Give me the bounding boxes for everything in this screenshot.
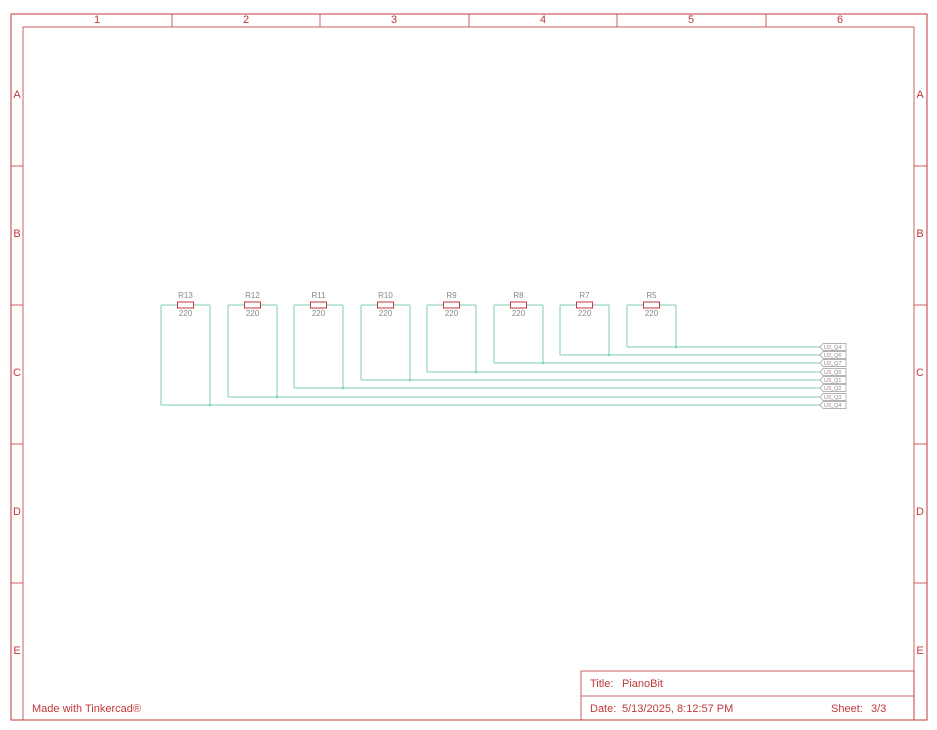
resistor-r9-ref: R9 bbox=[446, 291, 457, 300]
resistor-r10-value: 220 bbox=[379, 309, 393, 318]
net-label-u3-q4: U3_Q4 bbox=[824, 403, 841, 409]
junction-dot bbox=[408, 378, 412, 382]
resistor-r8-body[interactable] bbox=[510, 301, 527, 309]
resistor-r12-body[interactable] bbox=[244, 301, 261, 309]
resistor-r13-value: 220 bbox=[179, 309, 193, 318]
junctions bbox=[208, 345, 678, 407]
net-label-u2-q6: U2_Q6 bbox=[824, 353, 841, 359]
resistor-r13-body[interactable] bbox=[177, 301, 194, 309]
resistor-r7-value: 220 bbox=[578, 309, 592, 318]
sheet-value: 3/3 bbox=[871, 703, 887, 715]
resistor-r10-ref: R10 bbox=[378, 291, 393, 300]
wires bbox=[160, 304, 820, 406]
resistor-r13-ref: R13 bbox=[178, 291, 193, 300]
column-label-1: 1 bbox=[93, 14, 101, 26]
resistor-r7-body[interactable] bbox=[576, 301, 593, 309]
resistor-r12-ref: R12 bbox=[245, 291, 260, 300]
resistor-r10-body[interactable] bbox=[377, 301, 394, 309]
row-label-e-left: E bbox=[13, 645, 21, 657]
net-label-u3-q2-flag[interactable] bbox=[819, 384, 847, 392]
net-label-u3-q0: U3_Q0 bbox=[824, 370, 841, 376]
junction-dot bbox=[674, 345, 678, 349]
resistor-r5-ref: R5 bbox=[646, 291, 657, 300]
junction-dot bbox=[341, 386, 345, 390]
net-label-u3-q4-flag[interactable] bbox=[819, 401, 847, 409]
column-label-6: 6 bbox=[836, 14, 844, 26]
date-label: Date: bbox=[590, 703, 617, 715]
net-label-u2-q7: U2_Q7 bbox=[824, 361, 841, 367]
junction-dot bbox=[208, 403, 212, 407]
inner-frame bbox=[22, 26, 915, 721]
column-label-5: 5 bbox=[687, 14, 695, 26]
net-label-u2-q4-flag[interactable] bbox=[819, 343, 847, 351]
sheet-label: Sheet: bbox=[831, 703, 863, 715]
title-label: Title: bbox=[590, 678, 614, 690]
column-label-4: 4 bbox=[539, 14, 547, 26]
resistor-r7-ref: R7 bbox=[579, 291, 590, 300]
net-label-u3-q0-flag[interactable] bbox=[819, 368, 847, 376]
row-label-a-left: A bbox=[13, 89, 21, 101]
resistor-r9-body[interactable] bbox=[443, 301, 460, 309]
row-label-a-right: A bbox=[916, 89, 924, 101]
net-label-u2-q7-flag[interactable] bbox=[819, 359, 847, 367]
junction-dot bbox=[275, 395, 279, 399]
resistor-r5-value: 220 bbox=[645, 309, 659, 318]
row-label-b-left: B bbox=[13, 228, 21, 240]
net-label-u2-q4: U2_Q4 bbox=[824, 345, 841, 351]
resistor-r8-ref: R8 bbox=[513, 291, 524, 300]
column-dividers bbox=[171, 14, 767, 27]
net-label-u3-q3-flag[interactable] bbox=[819, 393, 847, 401]
title-block bbox=[580, 670, 915, 721]
net-label-u3-q1: U3_Q1 bbox=[824, 378, 841, 384]
resistor-r11-ref: R11 bbox=[311, 291, 326, 300]
resistors: R13 220 R12 220 R11 220 R10 220 R9 220 R8 220 R7 220 R… bbox=[177, 291, 660, 318]
row-label-d-left: D bbox=[13, 506, 21, 518]
junction-dot bbox=[607, 353, 611, 357]
row-label-c-left: C bbox=[13, 367, 21, 379]
row-dividers bbox=[11, 165, 927, 584]
resistor-r11-value: 220 bbox=[312, 309, 326, 318]
outer-frame bbox=[10, 13, 928, 721]
row-label-e-right: E bbox=[916, 645, 924, 657]
net-label-u3-q2: U3_Q2 bbox=[824, 386, 841, 392]
row-label-b-right: B bbox=[916, 228, 924, 240]
column-label-3: 3 bbox=[390, 14, 398, 26]
row-label-d-right: D bbox=[916, 506, 924, 518]
row-label-c-right: C bbox=[916, 367, 924, 379]
resistor-r11-body[interactable] bbox=[310, 301, 327, 309]
junction-dot bbox=[541, 361, 545, 365]
made-with-tinkercad-footer: Made with Tinkercad® bbox=[32, 703, 141, 715]
net-label-u3-q3: U3_Q3 bbox=[824, 395, 841, 401]
date-value: 5/13/2025, 8:12:57 PM bbox=[622, 703, 734, 715]
resistor-r5-body[interactable] bbox=[643, 301, 660, 309]
net-label-u3-q1-flag[interactable] bbox=[819, 376, 847, 384]
junction-dot bbox=[474, 370, 478, 374]
net-label-u2-q6-flag[interactable] bbox=[819, 351, 847, 359]
resistor-r12-value: 220 bbox=[246, 309, 260, 318]
resistor-r8-value: 220 bbox=[512, 309, 526, 318]
title-value: PianoBit bbox=[622, 678, 663, 690]
column-label-2: 2 bbox=[242, 14, 250, 26]
resistor-r9-value: 220 bbox=[445, 309, 459, 318]
